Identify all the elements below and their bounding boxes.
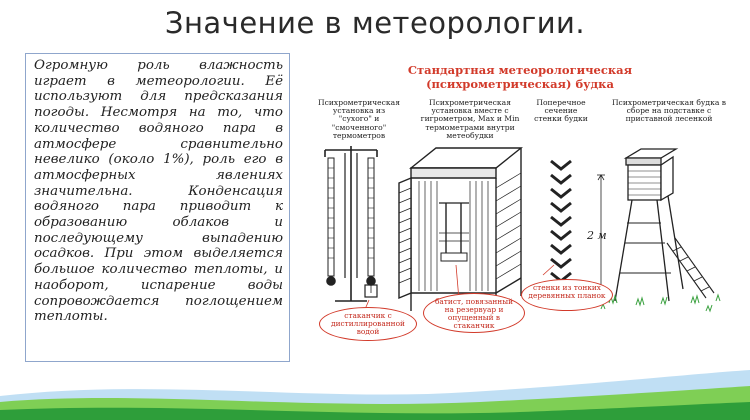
label-booth-on-stand: Психрометрическая будка в сборе на подст… (611, 98, 727, 124)
height-label: 2 м (587, 229, 607, 242)
body-paragraph: Огромную роль влажность играет в метеоро… (34, 58, 283, 325)
diagram-drawing (324, 146, 721, 315)
callout-cup: стаканчик с дистиллированной водой (319, 307, 417, 341)
text-box: Огромную роль влажность играет в метеоро… (25, 53, 290, 362)
open-booth (398, 147, 523, 311)
wall-cross-section (550, 159, 572, 283)
meteo-booth-diagram: Стандартная метеорологическая (психромет… (311, 53, 729, 343)
label-booth-inside: Психрометрическая установка вместе с гиг… (420, 98, 520, 140)
label-psychrometer: Психрометрическая установка из "сухого" … (317, 98, 400, 140)
diagram-title-line1: Стандартная метеорологическая (407, 63, 633, 77)
slide-title: Значение в метеорологии. (164, 6, 586, 40)
booth-on-stand (597, 148, 715, 302)
callout-walls: стенки из тонких деревянных планок (521, 279, 613, 311)
grass-tufts (600, 293, 721, 313)
diagram-title-line2: (психрометрическая) будка (426, 77, 614, 91)
grass-footer (0, 370, 750, 420)
psychrometer-stand (324, 146, 378, 302)
callout-cambric: батист, повязанный на резервуар и опущен… (423, 293, 525, 333)
label-cross-section: Поперечное сечение стенки будки (534, 98, 588, 124)
